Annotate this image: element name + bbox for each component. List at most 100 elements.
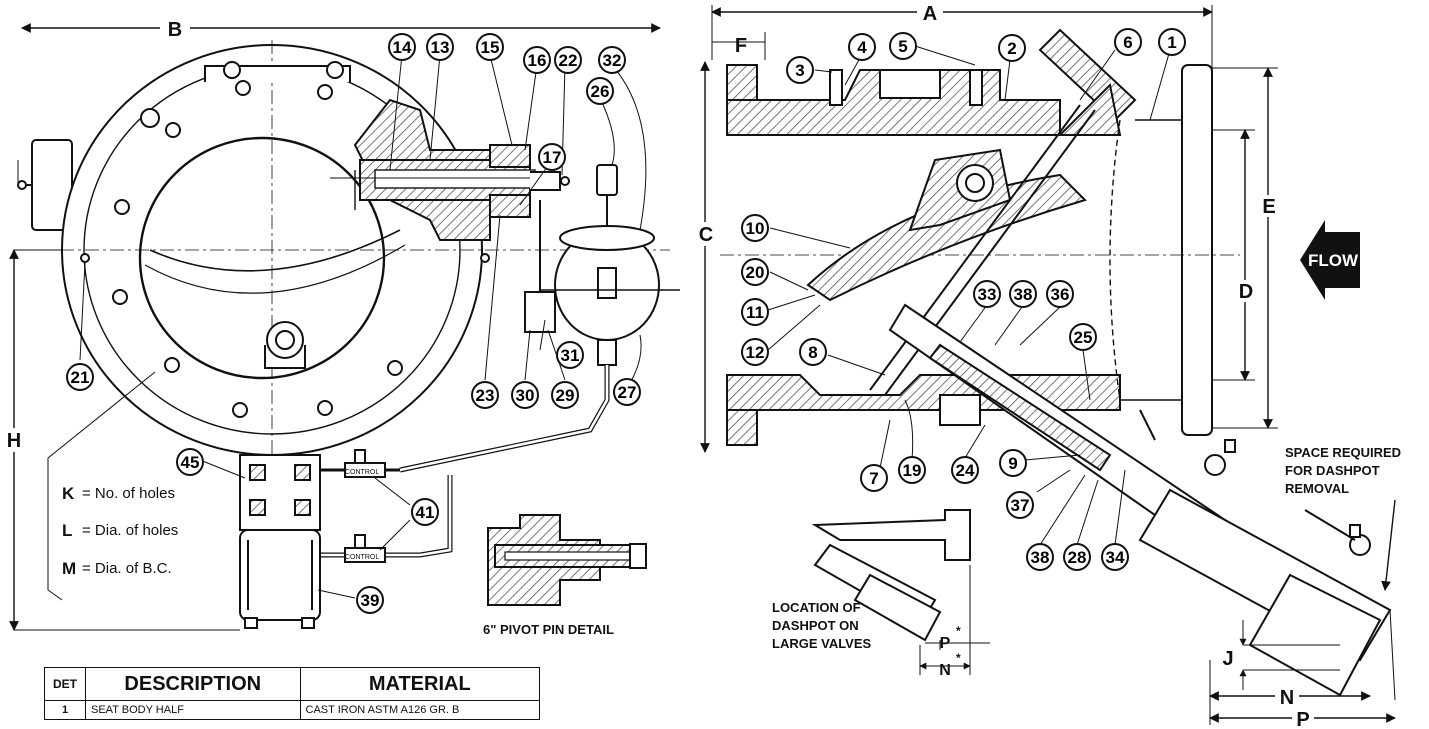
outlet-flange [1181,64,1213,436]
seat-opening [138,136,386,380]
svg-text:45: 45 [181,453,200,472]
header-description: DESCRIPTION [85,667,301,701]
flow-arrow: FLOW [1300,220,1360,300]
svg-text:10: 10 [746,219,765,238]
svg-text:1: 1 [1167,33,1176,52]
svg-text:33: 33 [978,285,997,304]
svg-text:19: 19 [903,461,922,480]
callout: 32 [598,46,626,74]
large-valve-inset [811,509,990,675]
row-material: CAST IRON ASTM A126 GR. B [299,700,541,720]
dimension-a: A [923,3,937,25]
callout: 10 [741,214,769,242]
dimension-n: N [1280,687,1294,709]
pivot-detail-caption: 6" PIVOT PIN DETAIL [483,622,614,637]
callout: 17 [538,143,566,171]
hydraulic-cylinder [239,529,321,621]
callout: 20 [741,258,769,286]
svg-text:9: 9 [1008,454,1017,473]
callout: 24 [951,456,979,484]
table-header-row: DET DESCRIPTION MATERIAL [44,667,541,701]
callout: 13 [426,33,454,61]
dimension-j: J [1222,648,1233,670]
callout: 36 [1046,280,1074,308]
row-description: SEAT BODY HALF [85,700,301,720]
callout: 14 [388,33,416,61]
dimension-e: E [1262,196,1275,218]
legend-m-letter: M [62,559,76,578]
dimension-b: B [168,19,182,41]
svg-text:22: 22 [559,51,578,70]
header-det: DET [44,667,86,701]
pivot-pin-detail [487,514,647,606]
air-valve [596,164,618,196]
svg-text:12: 12 [746,343,765,362]
dimension-c: C [699,224,713,246]
large-valves-note-line2: DASHPOT ON [772,618,859,633]
svg-text:32: 32 [603,51,622,70]
row-det: 1 [44,700,86,720]
callout: 23 [471,381,499,409]
dimension-p: P [1296,709,1309,729]
dimension-p-star: P [940,635,951,652]
body-bottom-wall [726,374,1121,411]
callout: 3 [786,56,814,84]
callout: 45 [176,448,204,476]
dimension-d: D [1239,281,1253,303]
bolt-legend: K = No. of holes L = Dia. of holes M = D… [62,484,178,578]
callout: 30 [511,381,539,409]
space-note-line2: FOR DASHPOT [1285,463,1380,478]
svg-text:3: 3 [795,61,804,80]
callout: 15 [476,33,504,61]
callout: 9 [999,449,1027,477]
callout: 37 [1006,491,1034,519]
callout: 34 [1101,543,1129,571]
end-view [4,16,680,631]
large-valves-note-line1: LOCATION OF [772,600,861,615]
svg-text:38: 38 [1014,285,1033,304]
callout: 21 [66,363,94,391]
svg-text:21: 21 [71,368,90,387]
notes: 6" PIVOT PIN DETAIL LOCATION OF DASHPOT … [345,445,1401,651]
svg-text:15: 15 [481,38,500,57]
callout: 27 [613,378,641,406]
legend-m-text: = Dia. of B.C. [82,560,172,577]
callout: 12 [741,338,769,366]
dimension-n-star: N [939,662,951,679]
large-valves-note-line3: LARGE VALVES [772,636,872,651]
table-row: 1 SEAT BODY HALF CAST IRON ASTM A126 GR.… [44,700,541,720]
svg-text:13: 13 [431,38,450,57]
callout: 1 [1158,28,1186,56]
svg-text:16: 16 [528,51,547,70]
svg-text:2: 2 [1007,39,1016,58]
callout: 38 [1009,280,1037,308]
section-view [696,2,1396,729]
svg-text:29: 29 [556,386,575,405]
callout: 38 [1026,543,1054,571]
dimension-letters: B H A F C E D J N P N * P * [7,3,1310,729]
svg-text:34: 34 [1106,548,1125,567]
callout: 8 [799,338,827,366]
flow-label: FLOW [1308,251,1359,270]
svg-text:20: 20 [746,263,765,282]
svg-text:37: 37 [1011,496,1030,515]
callout: 16 [523,46,551,74]
dimension-f: F [735,35,747,57]
control-label-1: CONTROL [345,469,379,476]
svg-text:38: 38 [1031,548,1050,567]
svg-text:*: * [956,651,961,665]
callout: 29 [551,381,579,409]
space-note-line1: SPACE REQUIRED [1285,445,1401,460]
svg-text:17: 17 [543,148,562,167]
svg-text:23: 23 [476,386,495,405]
callout: 39 [356,586,384,614]
callout: 26 [586,77,614,105]
svg-text:8: 8 [808,343,817,362]
valve-disc [806,173,1087,302]
legend-l-letter: L [62,521,72,540]
callout: 19 [898,456,926,484]
callout: 4 [848,33,876,61]
svg-text:5: 5 [898,37,907,56]
svg-text:*: * [956,624,961,638]
